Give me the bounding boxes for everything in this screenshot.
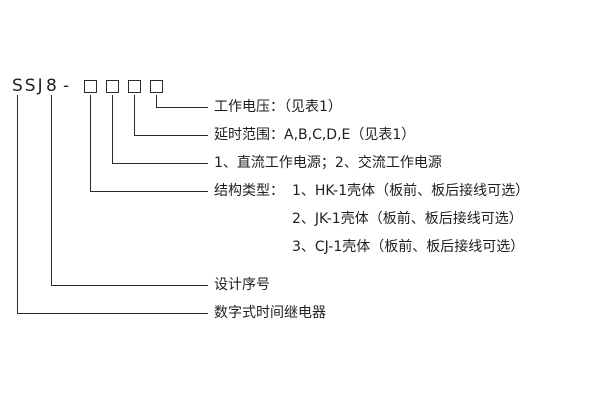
connector-hline-delay-range <box>134 135 208 136</box>
label-delay-range: 延时范围：A,B,C,D,E（见表1） <box>214 127 416 143</box>
structure-type-option-3: 3、CJ-1壳体（板前、板后接线可选） <box>292 239 525 255</box>
model-serial: 8 <box>46 76 59 96</box>
label-structure-type: 结构类型： 1、HK-1壳体（板前、板后接线可选） <box>214 180 529 202</box>
placeholder-box-1 <box>84 80 97 93</box>
label-power-supply: 1、直流工作电源；2、交流工作电源 <box>214 155 442 171</box>
connector-hline-design-serial <box>51 285 208 286</box>
model-prefix: SSJ <box>12 76 45 96</box>
connector-vline-serial <box>51 95 52 285</box>
structure-type-option-1: 1、HK-1壳体（板前、板后接线可选） <box>292 183 530 199</box>
connector-hline-working-voltage <box>156 107 208 108</box>
label-product-name: 数字式时间继电器 <box>214 305 326 321</box>
structure-type-option-2: 2、JK-1壳体（板前、板后接线可选） <box>292 211 523 227</box>
connector-hline-product-name <box>17 313 208 314</box>
connector-vline-box1 <box>90 95 91 191</box>
label-working-voltage: 工作电压：（见表1） <box>214 99 342 115</box>
model-dash: - <box>63 76 72 96</box>
connector-vline-box2 <box>112 95 113 163</box>
label-design-serial: 设计序号 <box>214 277 270 293</box>
connector-vline-prefix <box>17 95 18 313</box>
placeholder-box-3 <box>128 80 141 93</box>
placeholder-box-4 <box>150 80 163 93</box>
connector-vline-box3 <box>134 95 135 135</box>
connector-hline-power-supply <box>112 163 208 164</box>
connector-vline-box4 <box>156 95 157 107</box>
structure-type-caption: 结构类型： <box>214 183 284 199</box>
placeholder-box-2 <box>106 80 119 93</box>
connector-hline-structure-type <box>90 191 208 192</box>
